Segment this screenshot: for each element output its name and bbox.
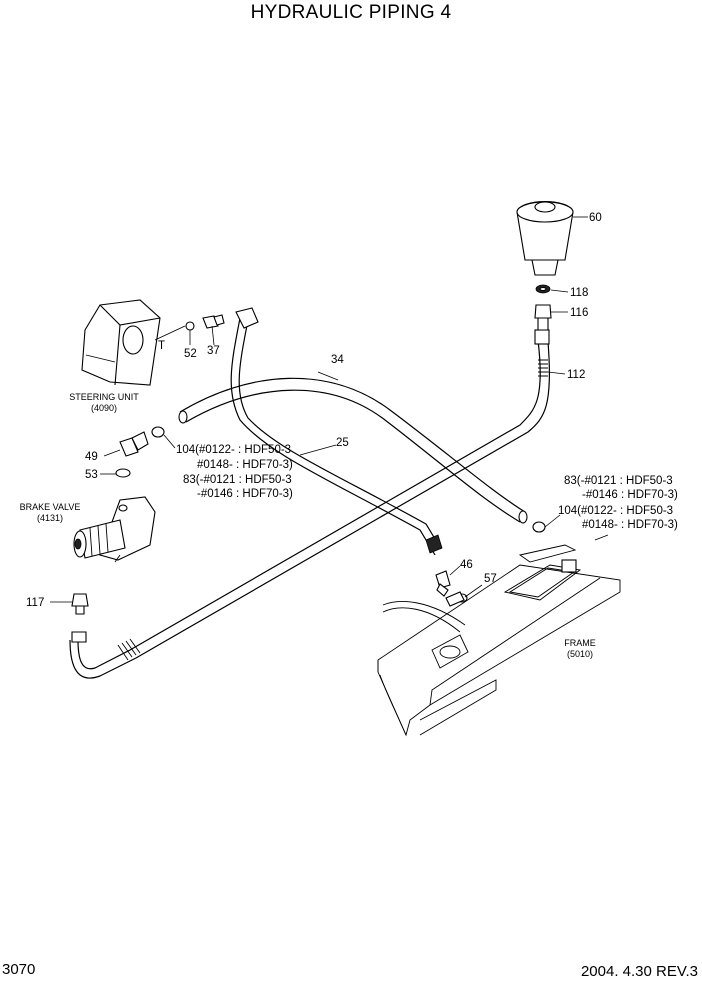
- fitting-52-37: [185, 314, 225, 331]
- pipe-34: [178, 377, 528, 524]
- page-number: 3070: [2, 961, 36, 978]
- frame-code: (5010): [567, 649, 593, 659]
- callout-25: 25: [336, 437, 349, 449]
- callout-60: 60: [589, 212, 602, 224]
- brake-valve: [73, 496, 156, 563]
- callout-52: 52: [184, 348, 197, 360]
- brake-valve-name: BRAKE VALVE: [20, 502, 81, 512]
- filter-60: [516, 201, 574, 331]
- fittings-46-57: [151, 426, 546, 607]
- fittings-49-53-117: [71, 431, 149, 643]
- note-left-line4: -#0146 : HDF70-3): [197, 488, 293, 500]
- page-title: HYDRAULIC PIPING 4: [250, 2, 452, 23]
- callout-116: 116: [570, 307, 588, 319]
- callout-117: 117: [26, 597, 44, 609]
- steering-unit-code: (4090): [91, 403, 117, 413]
- pipe-112: [69, 329, 551, 679]
- steering-unit: [81, 299, 186, 386]
- note-left-line3: 83(-#0121 : HDF50-3: [183, 474, 292, 486]
- callout-46: 46: [460, 559, 473, 571]
- callout-34: 34: [331, 354, 344, 366]
- notes-right: 83(-#0121 : HDF50-3 -#0146 : HDF70-3) 10…: [558, 475, 678, 531]
- callouts: 60 118 116 112 34 52 37 25 49 53 117 46 …: [26, 212, 602, 609]
- steering-unit-name: STEERING UNIT: [69, 392, 139, 402]
- note-right-line4: #0148- : HDF70-3): [582, 519, 678, 531]
- frame-name: FRAME: [564, 638, 596, 648]
- pipe-25: [230, 307, 443, 556]
- steering-port-label: T: [158, 340, 165, 352]
- notes-left: 104(#0122- : HDF50-3 #0148- : HDF70-3) 8…: [176, 444, 293, 500]
- note-right-line2: -#0146 : HDF70-3): [582, 489, 678, 501]
- note-right-line3: 104(#0122- : HDF50-3: [558, 505, 673, 517]
- leader-lines: [50, 216, 588, 603]
- callout-57: 57: [484, 573, 497, 585]
- callout-118: 118: [570, 287, 588, 299]
- callout-49: 49: [85, 451, 98, 463]
- callout-53: 53: [85, 469, 98, 481]
- note-left-line1: 104(#0122- : HDF50-3: [176, 444, 291, 456]
- revision-date: 2004. 4.30 REV.3: [580, 963, 698, 980]
- frame: [377, 534, 621, 737]
- callout-37: 37: [207, 345, 220, 357]
- note-right-line1: 83(-#0121 : HDF50-3: [564, 475, 673, 487]
- callout-112: 112: [567, 369, 585, 381]
- component-labels: STEERING UNIT (4090) BRAKE VALVE (4131) …: [20, 392, 596, 659]
- note-left-line2: #0148- : HDF70-3): [197, 459, 293, 471]
- brake-valve-code: (4131): [37, 513, 63, 523]
